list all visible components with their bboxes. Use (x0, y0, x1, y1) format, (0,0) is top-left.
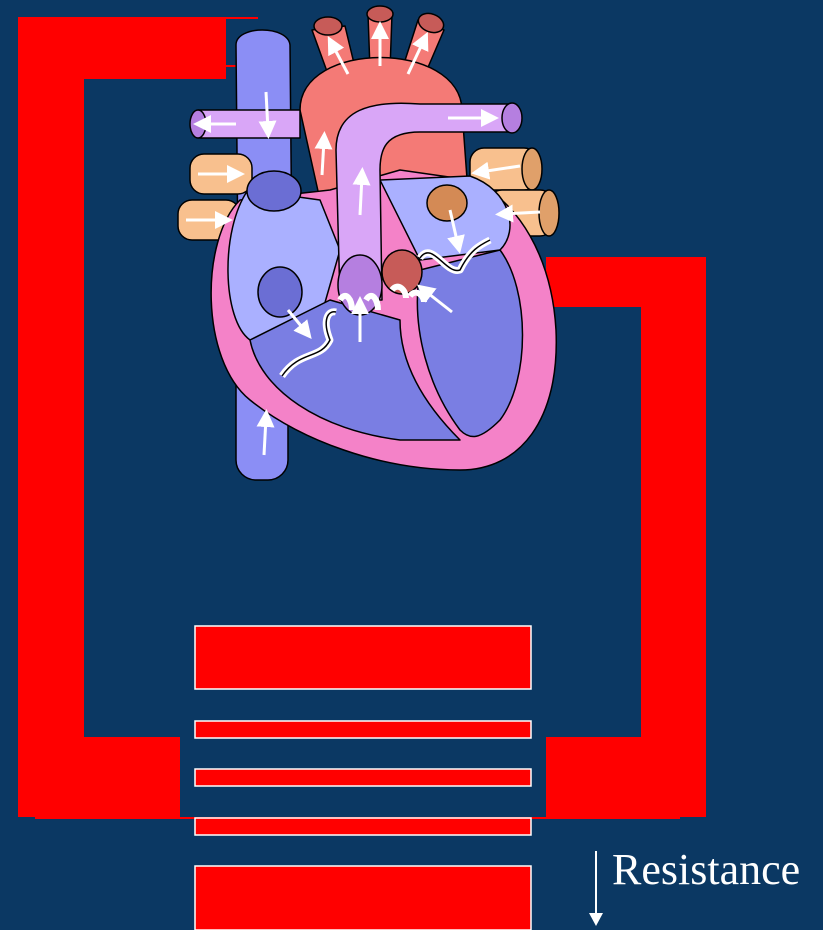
resistance-label: Resistance (612, 848, 800, 892)
vessel-bar-narrow-1 (195, 721, 531, 738)
ivc-opening (258, 267, 302, 317)
arterial-supply-vessel (546, 737, 706, 817)
vessel-bar-bottom (195, 866, 531, 930)
heart-illustration-icon (178, 6, 559, 480)
vena-cava-stub-top (18, 17, 226, 79)
pulmonary-vein-opening (427, 185, 467, 221)
venous-return-vessel (18, 737, 180, 817)
vena-cava-vessel-left (18, 17, 84, 817)
svc-opening (247, 171, 301, 211)
vessel-bar-narrow-2 (195, 769, 531, 786)
aorta-vessel-right (641, 257, 706, 817)
resistance-vessels (195, 626, 531, 930)
vessel-bar-wide (195, 626, 531, 689)
down-arrow-icon (589, 851, 603, 926)
vessel-bar-narrow-3 (195, 818, 531, 835)
